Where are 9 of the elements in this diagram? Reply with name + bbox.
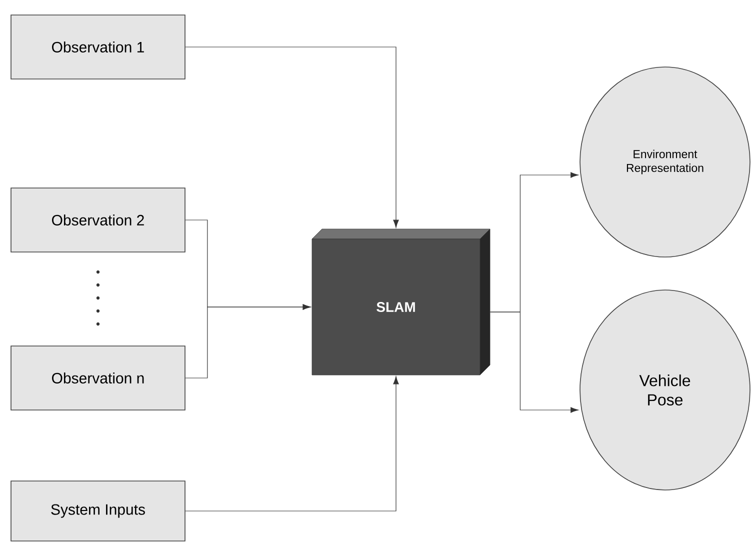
arrow	[185, 46, 399, 228]
process-box: Observation n	[10, 346, 186, 410]
arrow	[185, 304, 311, 378]
slam-block: SLAM	[312, 228, 490, 376]
process-box: Observation 1	[10, 14, 186, 80]
process-box: Observation 2	[10, 188, 186, 252]
process-box: System Inputs	[10, 480, 186, 542]
arrow	[185, 376, 399, 512]
arrow	[490, 312, 579, 413]
